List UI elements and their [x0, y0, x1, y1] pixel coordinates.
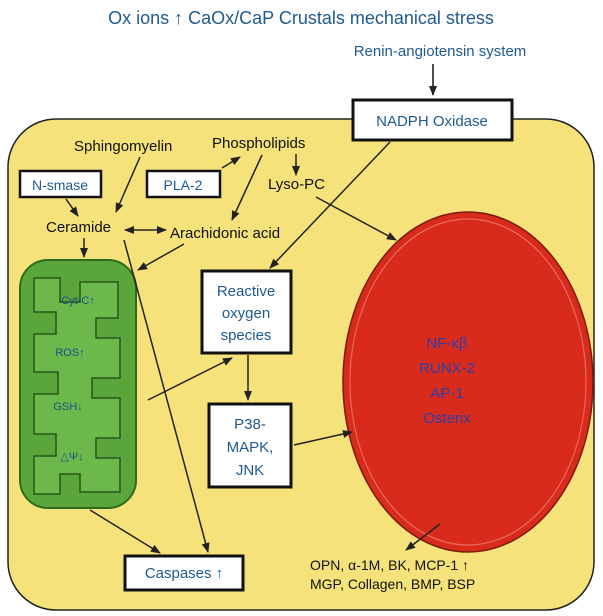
diagram-title: Ox ions ↑ CaOx/CaP Crustals mechanical s…	[108, 8, 494, 28]
arrow-p38-to-nucleus	[293, 430, 353, 446]
n-smase-label: N-smase	[32, 177, 88, 193]
nadph-oxidase-label: NADPH Oxidase	[376, 113, 488, 130]
lyso-pc-label: Lyso-PC	[268, 176, 325, 193]
p38-label-line1: P38-	[234, 416, 266, 433]
arrow-ceramide-to-caspases	[123, 239, 210, 553]
ros-label-line1: Reactive	[217, 283, 275, 300]
output-line1: OPN, α-1M, BK, MCP-1 ↑	[310, 557, 469, 573]
pla2-box	[145, 169, 222, 199]
nadph-oxidase-box	[351, 98, 514, 142]
mitochondrion: Cyt-C↑ ROS↑ GSH↓ △Ψ↓	[19, 259, 137, 509]
nucleus-factor-nfkb: NF-κβ	[426, 335, 467, 352]
mito-cytc-label: Cyt-C↑	[61, 295, 95, 307]
nucleus-factor-osterix: Osterix	[423, 410, 471, 427]
caspases-box	[123, 554, 245, 592]
nucleus-shape	[342, 211, 594, 553]
arrow-nucleus-to-output	[405, 523, 441, 551]
phospholipids-label: Phospholipids	[212, 135, 305, 152]
arrow-mitochondrion-to-ros	[147, 357, 233, 401]
mito-ros-label: ROS↑	[55, 347, 84, 359]
nucleus-factor-runx2: RUNX-2	[419, 360, 475, 377]
arrow-sphingomyelin-to-ceramide	[115, 156, 141, 213]
renin-angiotensin-label: Renin-angiotensin system	[354, 43, 527, 60]
nucleus: NF-κβ RUNX-2 AP-1 Osterix	[342, 211, 594, 553]
nucleus-factor-ap1: AP-1	[430, 385, 463, 402]
mitochondrion-cristae	[33, 277, 121, 495]
arrow-mitochondrion-to-caspases	[89, 509, 161, 554]
pla2-label: PLA-2	[164, 177, 203, 193]
output-line2: MGP, Collagen, BMP, BSP	[310, 576, 475, 592]
arrow-lysopc-to-nucleus	[315, 196, 397, 241]
n-smase-box	[18, 169, 103, 199]
p38-label-line3: JNK	[236, 462, 264, 479]
p38-label-line2: MAPK,	[227, 439, 274, 456]
ceramide-label: Ceramide	[46, 219, 111, 236]
mito-potential-label: △Ψ↓	[60, 451, 83, 463]
arrow-pla2-to-phospholipids	[221, 156, 241, 169]
caspases-label: Caspases ↑	[145, 565, 223, 582]
arrows	[65, 141, 441, 554]
arrow-phospholipids-to-arachidonic	[231, 154, 263, 221]
arrow-nsmase-to-ceramide	[65, 198, 79, 217]
ros-label-line2: oxygen	[222, 305, 270, 322]
arrow-arachidonic-to-mitochondrion	[137, 243, 185, 271]
p38-box	[207, 402, 293, 489]
arachidonic-acid-label: Arachidonic acid	[170, 225, 280, 242]
sphingomyelin-label: Sphingomyelin	[74, 138, 172, 155]
ros-box	[200, 269, 293, 355]
mito-gsh-label: GSH↓	[53, 401, 82, 413]
nucleus-inner-ring	[349, 218, 587, 546]
ros-label-line3: species	[221, 327, 272, 344]
